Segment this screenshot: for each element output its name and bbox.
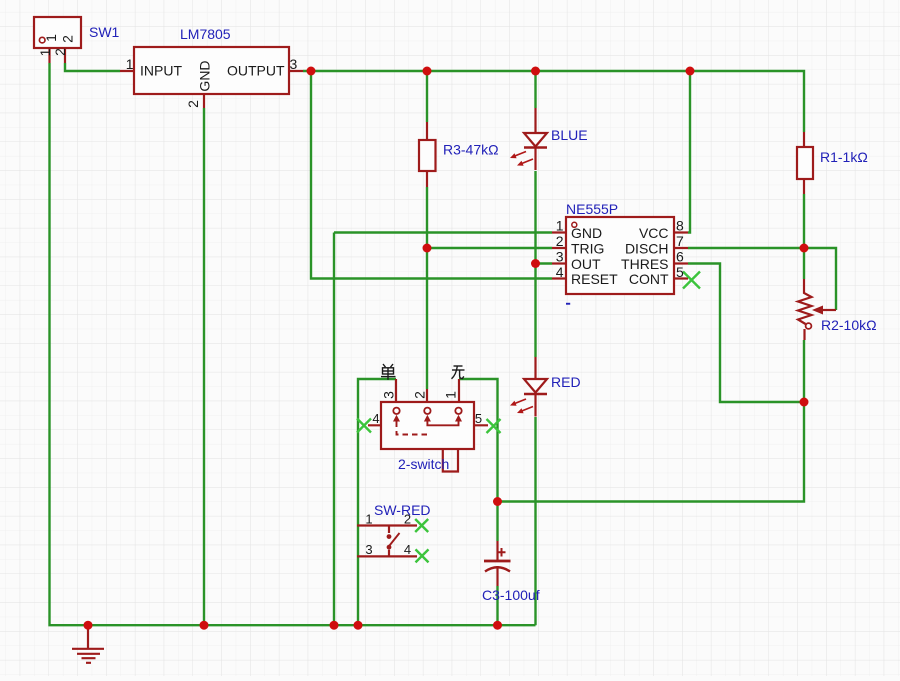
- svg-text:3: 3: [290, 56, 298, 72]
- svg-text:1: 1: [556, 218, 564, 234]
- svg-text:LM7805: LM7805: [180, 26, 231, 42]
- svg-text:3: 3: [381, 391, 397, 399]
- svg-text:CONT: CONT: [629, 271, 669, 287]
- svg-text:1: 1: [43, 34, 59, 42]
- svg-text:OUTPUT: OUTPUT: [227, 63, 285, 79]
- svg-text:4: 4: [556, 264, 564, 280]
- svg-text:VCC: VCC: [639, 225, 669, 241]
- svg-text:GND: GND: [571, 225, 602, 241]
- svg-text:RED: RED: [551, 374, 581, 390]
- svg-text:R3-47kΩ: R3-47kΩ: [443, 142, 499, 158]
- svg-text:TRIG: TRIG: [571, 241, 604, 257]
- svg-text:2: 2: [412, 391, 428, 399]
- svg-text:R2-10kΩ: R2-10kΩ: [821, 317, 877, 333]
- svg-text:2-switch: 2-switch: [398, 456, 449, 472]
- svg-text:C3-100uf: C3-100uf: [482, 587, 540, 603]
- svg-text:BLUE: BLUE: [551, 127, 588, 143]
- svg-text:GND: GND: [197, 60, 213, 91]
- svg-text:SW1: SW1: [89, 24, 120, 40]
- svg-text:5: 5: [475, 411, 482, 426]
- svg-text:4: 4: [404, 542, 411, 557]
- svg-text:1: 1: [37, 48, 53, 56]
- svg-text:DISCH: DISCH: [625, 241, 669, 257]
- svg-text:2: 2: [185, 100, 201, 108]
- svg-text:1: 1: [126, 56, 134, 72]
- svg-text:2: 2: [60, 35, 76, 43]
- svg-text:NE555P: NE555P: [566, 201, 618, 217]
- svg-text:2: 2: [556, 233, 564, 249]
- svg-text:2: 2: [404, 512, 411, 527]
- svg-text:1: 1: [365, 512, 372, 527]
- svg-text:8: 8: [676, 218, 684, 234]
- svg-text:RESET: RESET: [571, 271, 618, 287]
- svg-text:7: 7: [676, 233, 684, 249]
- svg-text:R1-1kΩ: R1-1kΩ: [820, 149, 868, 165]
- svg-text:4: 4: [372, 411, 379, 426]
- svg-text:5: 5: [676, 264, 684, 280]
- svg-text:OUT: OUT: [571, 256, 601, 272]
- svg-text:INPUT: INPUT: [140, 63, 182, 79]
- svg-text:3: 3: [556, 249, 564, 265]
- svg-text:6: 6: [676, 249, 684, 265]
- svg-text:SW-RED: SW-RED: [374, 502, 431, 518]
- svg-text:THRES: THRES: [621, 256, 668, 272]
- svg-text:1: 1: [443, 391, 459, 399]
- svg-text:3: 3: [365, 542, 372, 557]
- svg-text:2: 2: [52, 48, 68, 56]
